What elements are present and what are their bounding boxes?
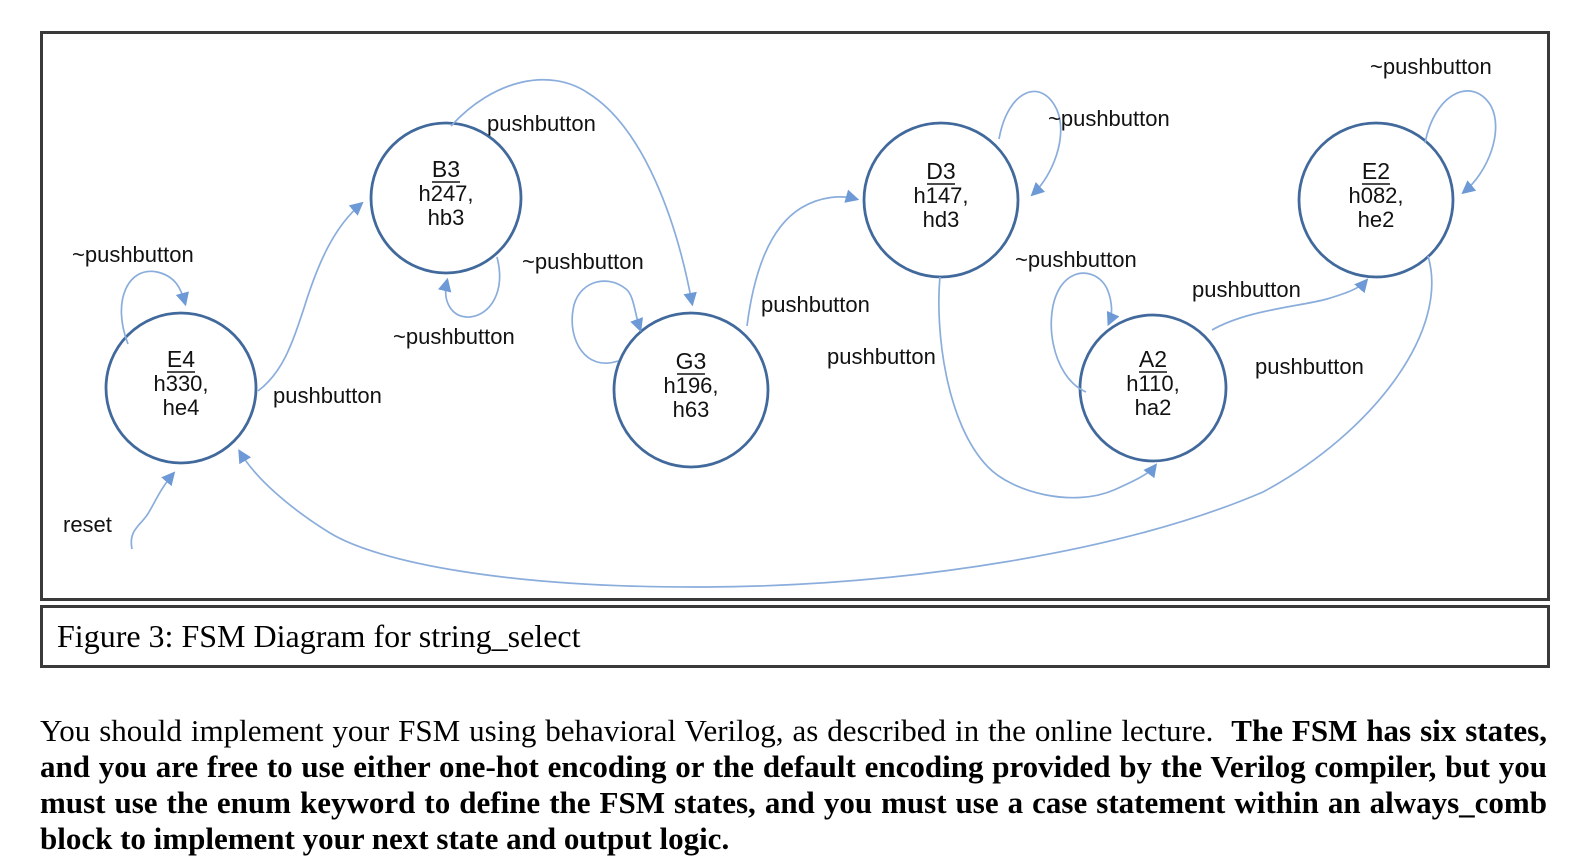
transition-d3-self-arrow	[998, 90, 1062, 197]
state-circle-e4	[104, 311, 258, 465]
state-output-e4-1: h330,	[153, 371, 208, 396]
fsm-diagram: E4 h330, he4 B3 h247, hb3 G3 h196, h63 D…	[63, 54, 1497, 588]
label-g3-self: ~pushbutton	[522, 249, 644, 274]
label-e2-to-e4: pushbutton	[1255, 354, 1364, 379]
state-output-e2-2: he2	[1358, 207, 1395, 232]
state-output-g3-2: h63	[673, 397, 710, 422]
state-output-a2-2: ha2	[1135, 395, 1172, 420]
state-output-g3-1: h196,	[663, 373, 718, 398]
state-g3: G3 h196, h63	[612, 311, 770, 469]
state-output-b3-2: hb3	[428, 205, 465, 230]
transition-a2-to-e2-arrow	[1211, 278, 1369, 331]
figure-caption: Figure 3: FSM Diagram for string_select	[57, 618, 581, 654]
figure-caption-panel: Figure 3: FSM Diagram for string_select	[40, 605, 1550, 668]
state-circle-b3	[369, 121, 523, 275]
state-circle-e2	[1297, 121, 1455, 279]
label-d3-to-a2: pushbutton	[827, 344, 936, 369]
label-b3-to-g3: pushbutton	[487, 111, 596, 136]
transition-g3-to-d3-arrow	[746, 189, 860, 327]
state-a2: A2 h110, ha2	[1078, 313, 1228, 463]
label-b3-self: ~pushbutton	[393, 324, 515, 349]
label-reset: reset	[63, 512, 112, 537]
state-output-a2-1: h110,	[1126, 371, 1179, 396]
reset-arrow	[130, 471, 176, 550]
state-e2: E2 h082, he2	[1297, 121, 1455, 279]
state-name-d3: D3	[926, 158, 955, 184]
state-name-b3: B3	[432, 156, 460, 182]
transition-b3-to-g3-arrow	[450, 79, 697, 307]
state-name-e2: E2	[1362, 158, 1390, 184]
label-e4-to-b3: pushbutton	[273, 383, 382, 408]
fsm-diagram-panel: E4 h330, he4 B3 h247, hb3 G3 h196, h63 D…	[40, 31, 1550, 601]
transition-g3-self-arrow	[571, 280, 643, 364]
transition-e2-to-e4-arrow	[238, 255, 1433, 588]
transition-e4-to-b3-arrow	[257, 201, 364, 392]
state-circle-g3	[612, 311, 770, 469]
label-a2-to-e2: pushbutton	[1192, 277, 1301, 302]
state-d3: D3 h147, hd3	[862, 121, 1020, 279]
label-d3-self: ~pushbutton	[1048, 106, 1170, 131]
label-e2-self: ~pushbutton	[1370, 54, 1492, 79]
state-b3: B3 h247, hb3	[369, 121, 523, 275]
state-output-d3-2: hd3	[923, 207, 960, 232]
state-name-e4: E4	[167, 346, 195, 372]
transition-e4-self-arrow	[120, 270, 189, 345]
state-output-d3-1: h147,	[913, 183, 968, 208]
state-name-a2: A2	[1139, 346, 1167, 372]
label-e4-self: ~pushbutton	[72, 242, 194, 267]
state-e4: E4 h330, he4	[104, 311, 258, 465]
label-g3-to-d3: pushbutton	[761, 292, 870, 317]
page: { "diagram": { "states": [ {"name": "E4"…	[40, 31, 1550, 856]
transition-b3-self-arrow	[438, 256, 501, 318]
state-circle-d3	[862, 121, 1020, 279]
state-output-e2-1: h082,	[1348, 183, 1403, 208]
body-paragraph: You should implement your FSM using beha…	[40, 713, 1547, 857]
state-output-b3-1: h247,	[418, 181, 473, 206]
transition-d3-to-a2-arrow	[938, 276, 1158, 499]
label-a2-self: ~pushbutton	[1015, 247, 1137, 272]
transition-e2-self-arrow	[1424, 90, 1497, 195]
state-output-e4-2: he4	[163, 395, 200, 420]
state-name-g3: G3	[676, 348, 707, 374]
body-text-normal: You should implement your FSM using beha…	[40, 713, 1232, 748]
transition-a2-self-arrow	[1050, 272, 1120, 393]
